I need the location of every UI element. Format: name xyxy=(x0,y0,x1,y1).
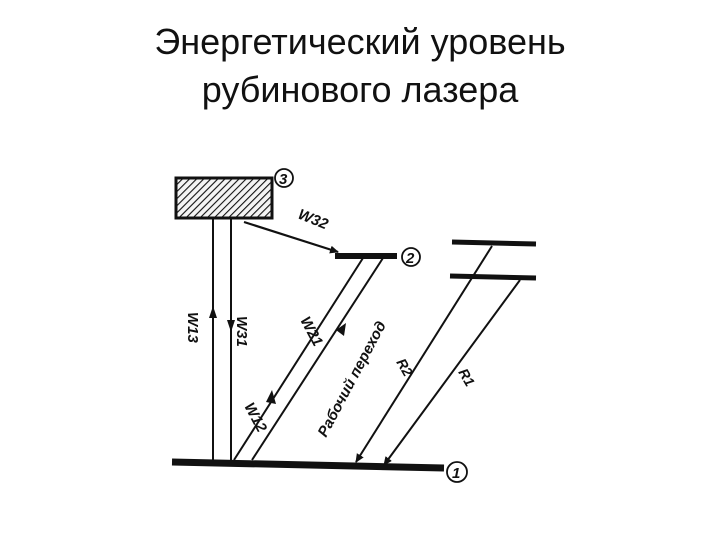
w21-line-inner xyxy=(233,257,364,461)
level-3-band xyxy=(174,176,274,220)
title-line-1: Энергетический уровень xyxy=(154,21,566,62)
w12-label: W12 xyxy=(240,400,270,436)
w32-label: W32 xyxy=(296,206,332,234)
r1-line xyxy=(383,279,521,466)
w21-label: W21 xyxy=(296,314,325,349)
w13-label: W13 xyxy=(184,312,201,344)
title-line-2: рубинового лазера xyxy=(201,69,519,110)
r2-label: R2 xyxy=(393,356,416,380)
w21-arrowhead xyxy=(336,323,346,336)
level-1-line xyxy=(171,458,445,472)
w31-label: W31 xyxy=(233,316,250,347)
level-2-marker xyxy=(401,247,421,267)
level-1-label: 1 xyxy=(452,465,460,482)
right-lower-level xyxy=(449,273,537,281)
r2-line xyxy=(355,245,493,463)
right-upper-level xyxy=(451,239,537,247)
level-1-marker xyxy=(446,461,468,483)
w12-arrowhead xyxy=(266,390,276,404)
level-3-marker xyxy=(274,168,294,188)
working-transition-label: Рабочий переход xyxy=(315,318,390,439)
slide-title: Энергетический уровень рубинового лазера xyxy=(0,18,720,114)
level-2-label: 2 xyxy=(405,250,415,267)
r1-label: R1 xyxy=(455,366,478,390)
w31-arrowhead xyxy=(227,320,235,332)
w32-arrow xyxy=(243,220,339,254)
w21-line-outer xyxy=(251,257,384,461)
w13-arrowhead xyxy=(209,306,217,318)
level-3-label: 3 xyxy=(279,171,288,188)
